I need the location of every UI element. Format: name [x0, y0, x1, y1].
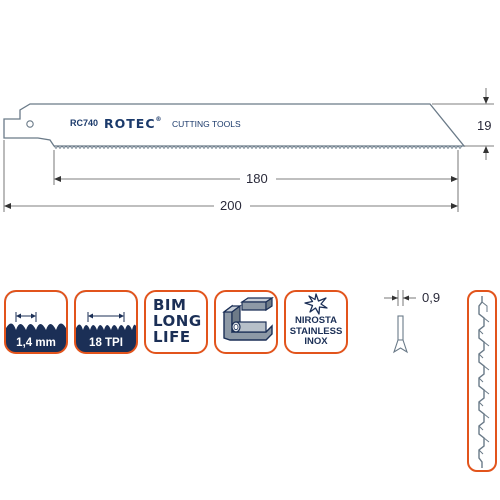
total-length-label: 200	[220, 198, 242, 213]
wavy-set-teeth-icon	[478, 296, 490, 468]
tpi-label: 18 TPI	[89, 337, 123, 349]
application-badge	[214, 290, 278, 354]
brand-tagline: CUTTING TOOLS	[172, 119, 241, 129]
tpi-profile-icon	[76, 292, 136, 330]
tooth-profile-icon	[6, 292, 66, 330]
stainless-text: STAINLESS	[289, 325, 343, 337]
sparkle-icon	[304, 293, 328, 315]
registered-mark: ®	[155, 116, 163, 123]
tooth-set-badge	[467, 290, 497, 472]
inox-badge: NIROSTA STAINLESS INOX	[284, 290, 348, 354]
brand-name: ROTEC	[104, 116, 156, 131]
saw-blade	[3, 103, 466, 147]
height-dimension-label: 19	[477, 118, 492, 133]
blade-drawing	[3, 88, 494, 212]
inner-length-label: 180	[246, 171, 268, 186]
bim-text: BIM	[153, 296, 187, 314]
tooth-spacing-label: 1,4 mm	[16, 337, 56, 349]
bim-long-life-badge: BIM LONG LIFE	[144, 290, 208, 354]
tpi-badge: 18 TPI	[74, 290, 138, 354]
blade-thickness-diagram	[384, 290, 416, 354]
long-text: LONG	[153, 312, 202, 330]
blade-teeth	[53, 145, 463, 150]
inox-text: INOX	[304, 336, 328, 347]
brand-logo: ROTEC®	[104, 116, 163, 131]
tooth-spacing-badge: 1,4 mm	[4, 290, 68, 354]
thickness-label: 0,9	[422, 290, 441, 305]
nirosta-text: NIROSTA	[294, 315, 338, 326]
life-text: LIFE	[153, 328, 191, 346]
blade-model: RC740	[70, 118, 99, 128]
steel-profile-pipe-icon	[222, 296, 274, 341]
mounting-hole	[26, 120, 34, 128]
